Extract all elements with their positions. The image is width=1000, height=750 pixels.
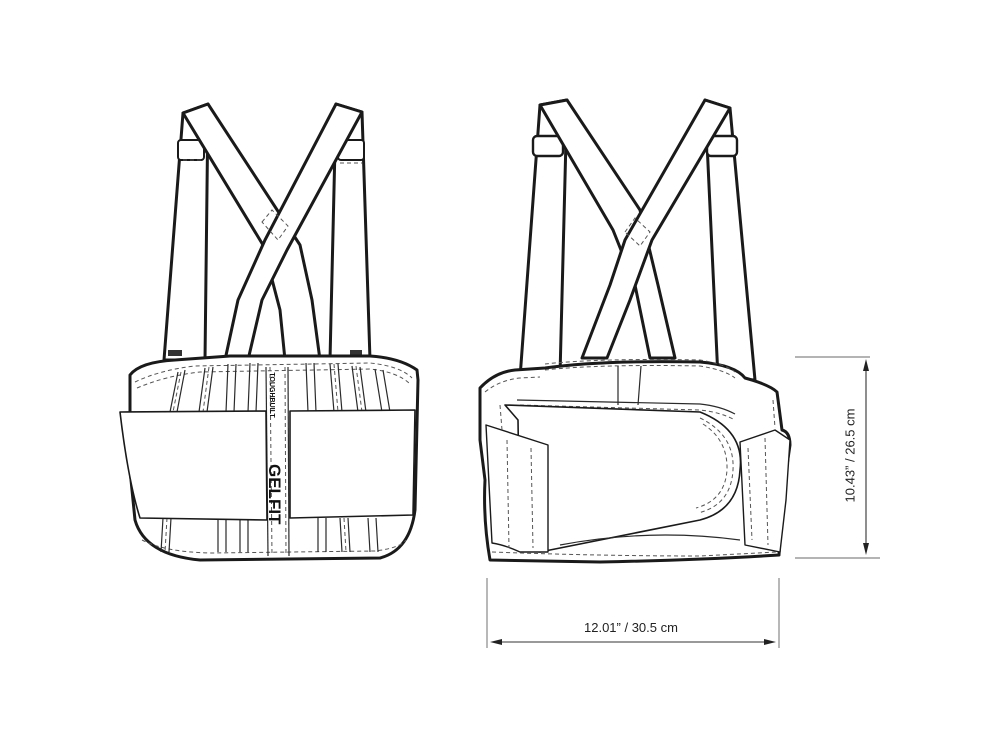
front-view — [478, 98, 792, 564]
back-view — [119, 102, 420, 562]
belt-body-back — [119, 354, 420, 562]
width-dimension — [486, 578, 780, 648]
brand-label-secondary: TOUGHBUILT — [268, 372, 275, 418]
brand-label-primary: GELFIT — [265, 464, 284, 525]
width-dimension-label: 12.01” / 30.5 cm — [584, 620, 678, 635]
height-dimension — [795, 356, 880, 559]
height-dimension-label: 10.43” / 26.5 cm — [842, 408, 858, 503]
